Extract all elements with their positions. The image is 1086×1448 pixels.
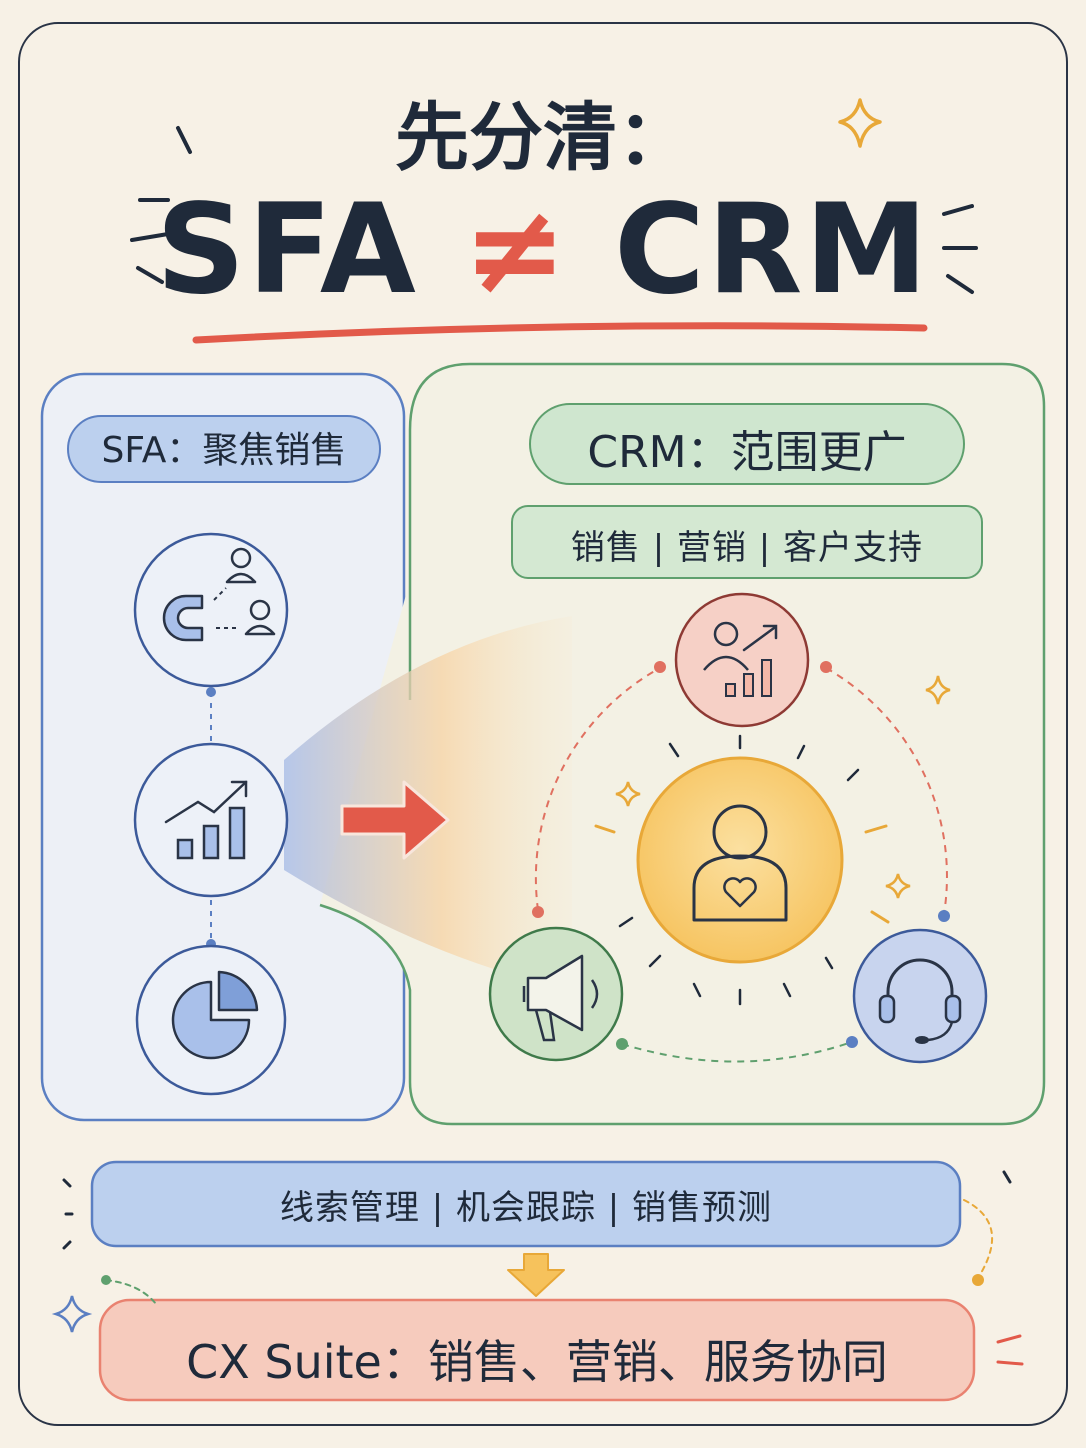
crm-scope: 销售 | 营销 | 客户支持 bbox=[570, 528, 924, 568]
magnet-leads-icon bbox=[133, 532, 289, 688]
customer-center-icon bbox=[636, 756, 844, 964]
cx-suite-label: CX Suite：销售、营销、服务协同 bbox=[186, 1335, 888, 1389]
pie-chart-icon bbox=[135, 944, 287, 1096]
title-sfa: SFA bbox=[156, 178, 463, 322]
right-arrow-icon bbox=[340, 780, 450, 860]
crm-ecosystem bbox=[488, 592, 988, 1064]
sparkle-icon bbox=[838, 98, 882, 148]
title-line-2: SFA ≠ CRM bbox=[0, 178, 1086, 322]
sfa-label: SFA：聚焦销售 bbox=[101, 430, 347, 471]
crm-label: CRM：范围更广 bbox=[587, 427, 907, 478]
sparkle-icon bbox=[615, 781, 641, 807]
sfa-functions: 线索管理 | 机会跟踪 | 销售预测 bbox=[279, 1188, 773, 1228]
title-crm: CRM bbox=[568, 178, 930, 322]
crm-label-pill bbox=[529, 403, 965, 485]
growth-chart-icon bbox=[133, 742, 289, 898]
sparkle-icon bbox=[885, 873, 911, 899]
title-underline bbox=[192, 322, 928, 344]
title-line-1: 先分清： bbox=[395, 95, 691, 181]
title-decorations bbox=[130, 126, 978, 294]
cx-suite-band bbox=[98, 1298, 976, 1402]
crm-scope-band bbox=[511, 505, 983, 579]
sales-growth-icon bbox=[674, 592, 810, 728]
sfa-label-pill bbox=[67, 415, 381, 483]
sparkle-icon bbox=[51, 1295, 93, 1333]
down-arrow-icon bbox=[507, 1253, 565, 1297]
not-equal-symbol: ≠ bbox=[462, 178, 569, 322]
bottom-decorations bbox=[62, 1170, 1024, 1366]
sfa-functions-band bbox=[90, 1160, 962, 1248]
headset-icon bbox=[852, 928, 988, 1064]
sparkle-icon bbox=[925, 675, 951, 705]
megaphone-icon bbox=[488, 926, 624, 1062]
sfa-icon-column bbox=[133, 532, 289, 1096]
poster-frame bbox=[18, 22, 1068, 1426]
